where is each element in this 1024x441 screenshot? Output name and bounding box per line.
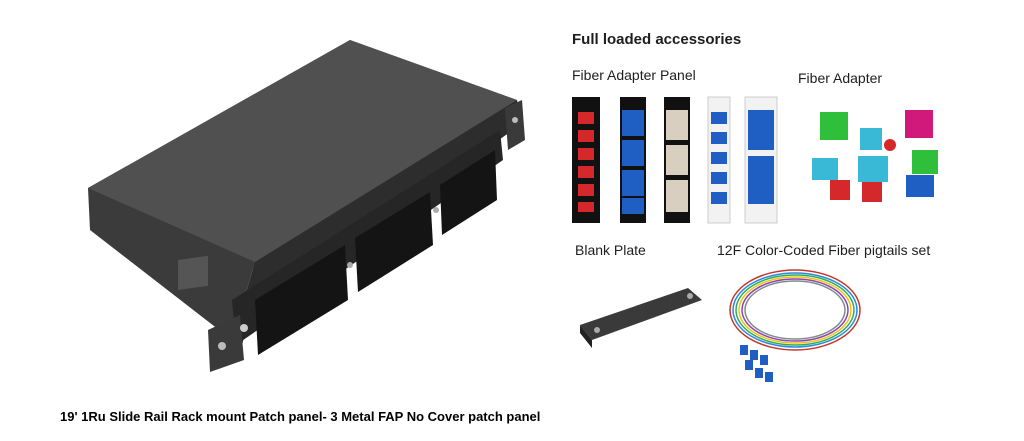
- fiber-adapter-label: Fiber Adapter: [798, 70, 883, 86]
- fiber-adapter-panel-label: Fiber Adapter Panel: [572, 67, 696, 83]
- accessories-heading: Full loaded accessories: [572, 31, 742, 48]
- blank-plate-label: Blank Plate: [575, 242, 646, 258]
- pigtails-label: 12F Color-Coded Fiber pigtails set: [717, 242, 931, 258]
- product-caption: 19' 1Ru Slide Rail Rack mount Patch pane…: [60, 409, 541, 424]
